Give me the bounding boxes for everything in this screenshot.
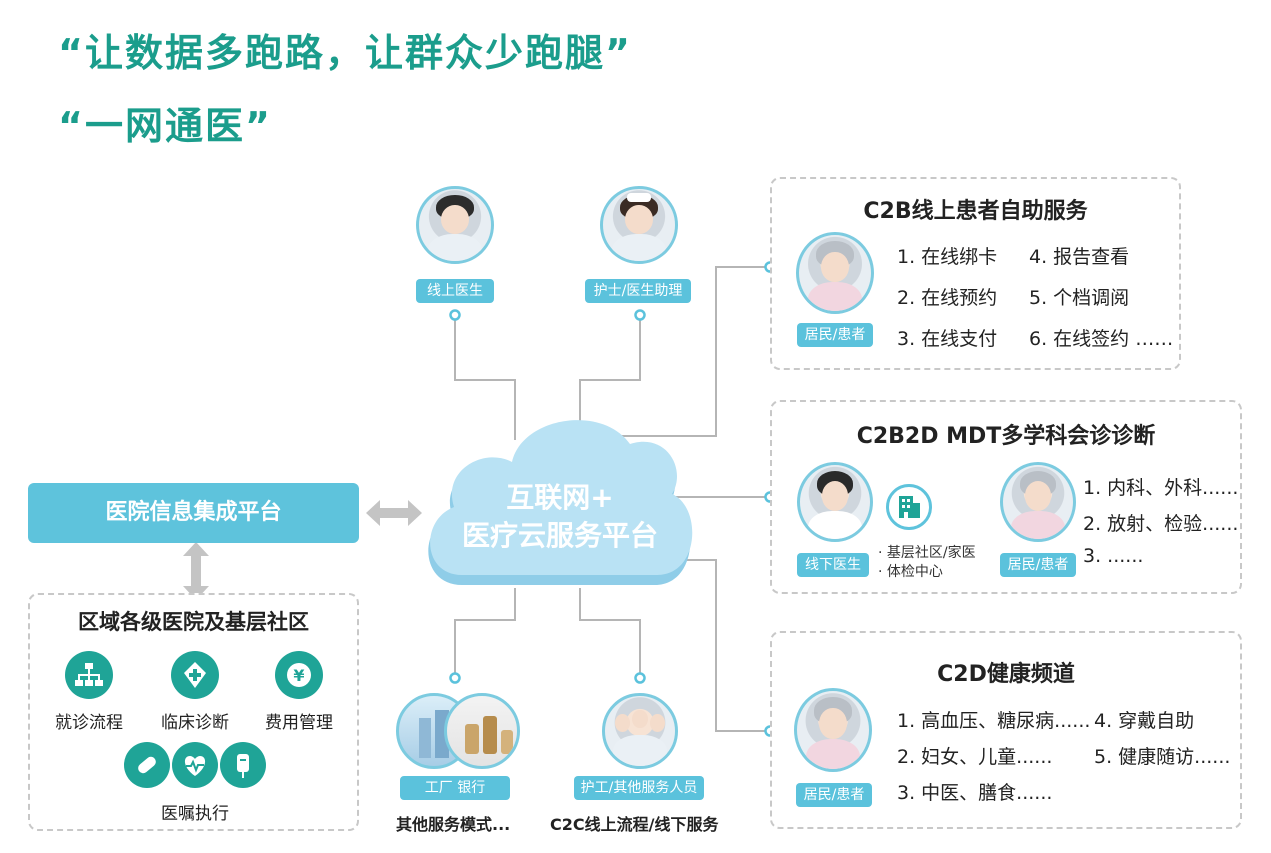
connector-dot bbox=[634, 309, 646, 321]
offline-doctor-tag: 线下医生 bbox=[797, 553, 869, 577]
c2d-item-4: 4. 穿戴自助 bbox=[1094, 710, 1195, 732]
heartbeat-icon bbox=[172, 742, 218, 788]
c2b-item-4: 4. 报告查看 bbox=[1029, 246, 1130, 268]
online-doctor-tag: 线上医生 bbox=[416, 279, 494, 303]
c2b-item-6: 6. 在线签约 …… bbox=[1029, 328, 1174, 350]
connector-dot bbox=[449, 309, 461, 321]
mdt-title: C2B2D MDT多学科会诊诊断 bbox=[856, 424, 1156, 449]
mdt-item-2: 2. 放射、检验...... bbox=[1083, 513, 1239, 535]
caregiver-group-avatar bbox=[602, 693, 678, 769]
cloud-shape bbox=[428, 420, 693, 585]
hospital-integration-platform: 医院信息集成平台 bbox=[28, 483, 359, 543]
pill-icon bbox=[124, 742, 170, 788]
nurse-avatar bbox=[600, 186, 678, 264]
double-arrow-vertical bbox=[183, 542, 209, 600]
cloud-title-line-1: 互联网+ bbox=[506, 481, 614, 514]
region-item-visit-flow: 就诊流程 bbox=[55, 713, 123, 733]
region-item-medical-order: 医嘱执行 bbox=[161, 804, 229, 824]
double-arrow-horizontal bbox=[366, 500, 422, 526]
connector-other-mode bbox=[454, 588, 516, 678]
online-doctor-avatar bbox=[416, 186, 494, 264]
c2d-item-1: 1. 高血压、糖尿病...... bbox=[897, 710, 1091, 732]
c2d-title: C2D健康频道 bbox=[937, 662, 1075, 687]
cloud-title-line-2: 医疗云服务平台 bbox=[461, 519, 658, 552]
offline-doctor-avatar bbox=[797, 462, 873, 542]
c2b-item-1: 1. 在线绑卡 bbox=[897, 246, 998, 268]
flowchart-icon bbox=[65, 651, 113, 699]
bank-coins-image bbox=[444, 693, 520, 769]
mdt-resident-avatar bbox=[1000, 462, 1076, 542]
c2c-caption: C2C线上流程/线下服务 bbox=[550, 815, 719, 834]
mdt-note-checkup: · 体检中心 bbox=[878, 564, 943, 580]
svg-text:¥: ¥ bbox=[293, 666, 304, 685]
mdt-item-3: 3. ...... bbox=[1083, 545, 1144, 567]
region-title: 区域各级医院及基层社区 bbox=[78, 610, 309, 634]
c2b-item-2: 2. 在线预约 bbox=[897, 287, 998, 309]
c2d-item-5: 5. 健康随访...... bbox=[1094, 746, 1231, 768]
building-icon bbox=[886, 484, 932, 530]
c2d-item-2: 2. 妇女、儿童...... bbox=[897, 746, 1053, 768]
c2b-title: C2B线上患者自助服务 bbox=[863, 199, 1088, 224]
yen-icon: ¥ bbox=[275, 651, 323, 699]
c2d-resident-tag: 居民/患者 bbox=[796, 783, 872, 807]
medical-cross-icon bbox=[171, 651, 219, 699]
c2b-resident-avatar bbox=[796, 232, 874, 314]
slogan-line-1: “让数据多跑路，让群众少跑腿” bbox=[58, 31, 632, 75]
c2d-item-3: 3. 中医、膳食...... bbox=[897, 782, 1053, 804]
mdt-note-community: · 基层社区/家医 bbox=[878, 545, 976, 561]
connector-c2c bbox=[579, 588, 641, 678]
connector-dot bbox=[449, 672, 461, 684]
caregiver-tag: 护工/其他服务人员 bbox=[574, 776, 704, 800]
c2b-item-3: 3. 在线支付 bbox=[897, 328, 998, 350]
mdt-item-1: 1. 内科、外科...... bbox=[1083, 477, 1239, 499]
connector-online-doctor bbox=[454, 317, 516, 440]
c2b-item-5: 5. 个档调阅 bbox=[1029, 287, 1130, 309]
connector-c2b bbox=[610, 266, 770, 437]
nurse-tag: 护士/医生助理 bbox=[585, 279, 691, 303]
connector-dot bbox=[634, 672, 646, 684]
region-item-clinical-diagnosis: 临床诊断 bbox=[161, 713, 229, 733]
region-item-fee-management: 费用管理 bbox=[265, 713, 333, 733]
iv-drip-icon bbox=[220, 742, 266, 788]
slogan-line-2: “一网通医” bbox=[58, 104, 272, 148]
connector-nurse bbox=[579, 317, 641, 430]
region-box bbox=[28, 593, 359, 831]
c2d-resident-avatar bbox=[794, 688, 872, 772]
mdt-resident-tag: 居民/患者 bbox=[1000, 553, 1076, 577]
other-mode-caption: 其他服务模式... bbox=[396, 815, 511, 834]
c2b-resident-tag: 居民/患者 bbox=[797, 323, 873, 347]
factory-bank-tag: 工厂 银行 bbox=[400, 776, 510, 800]
